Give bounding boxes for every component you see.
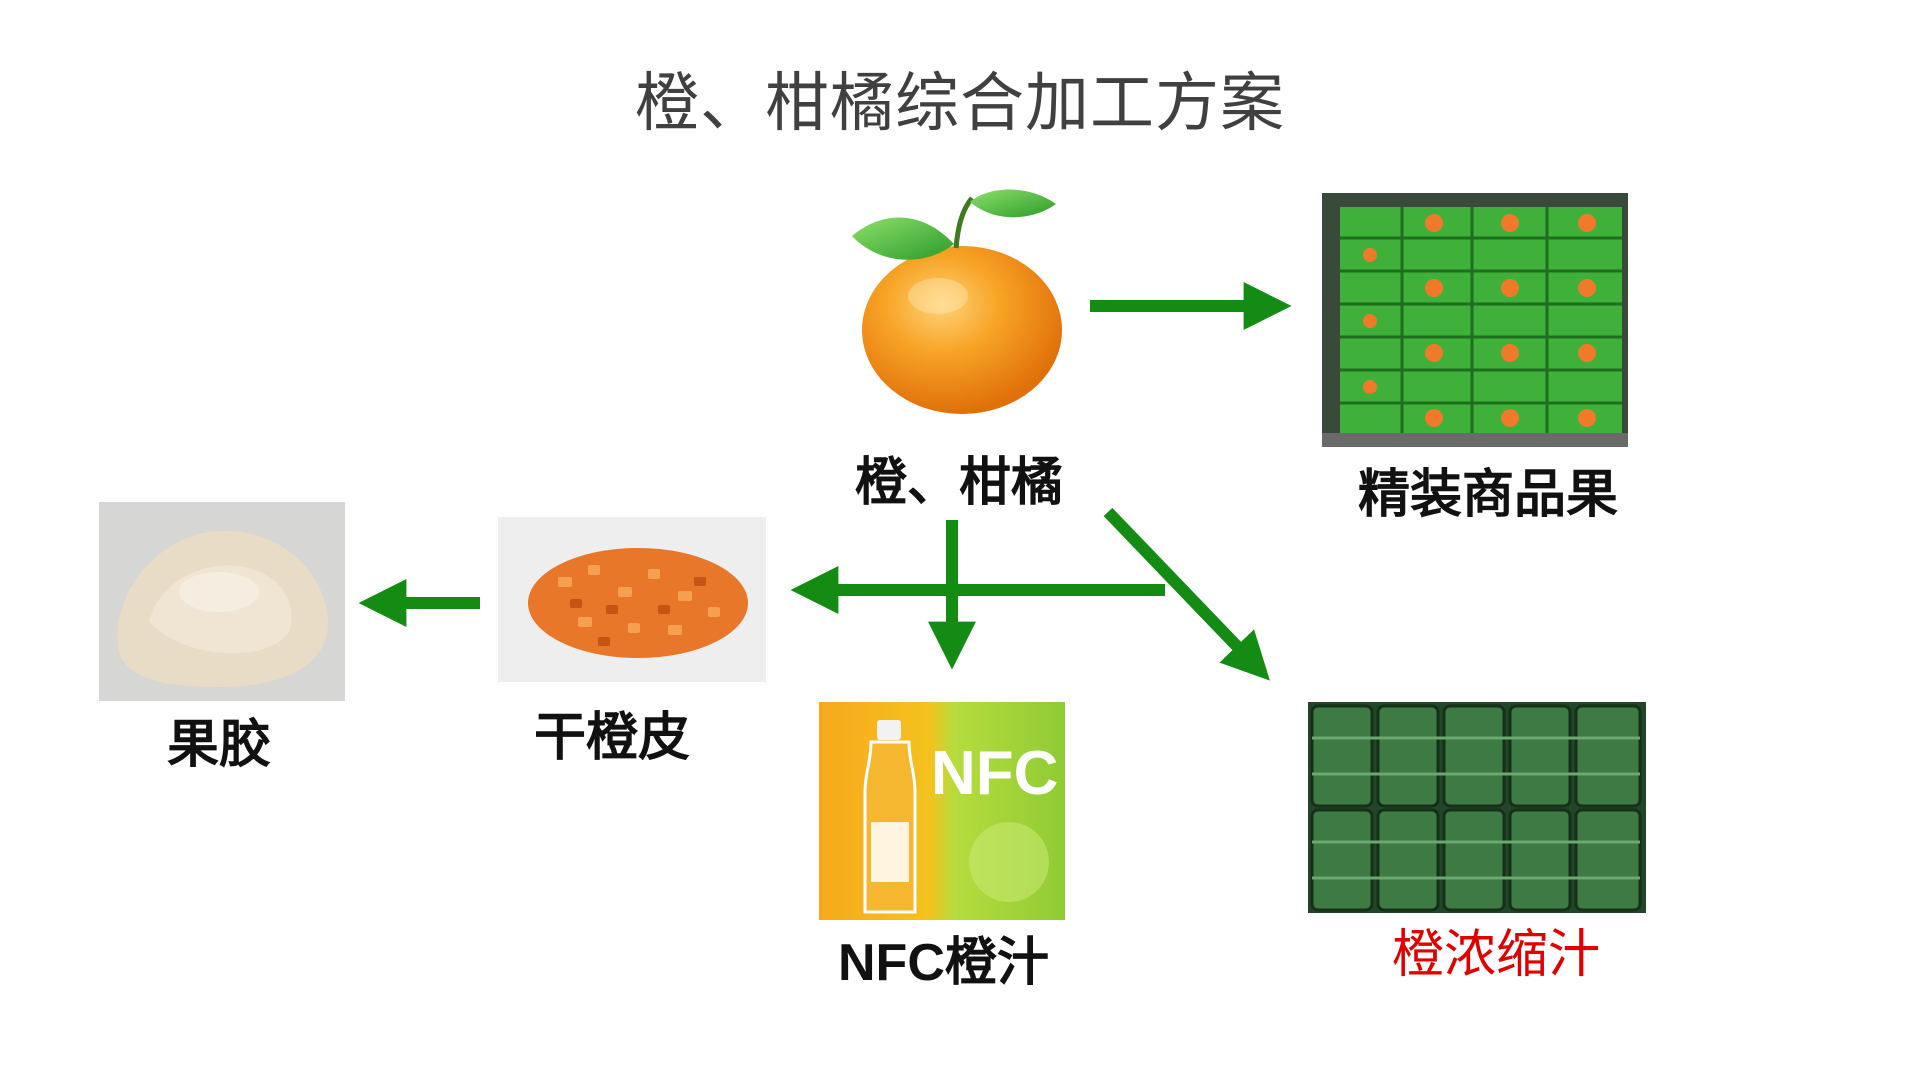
- arrow-to-concentrate: [1103, 507, 1270, 681]
- orange-fruit-icon: [838, 186, 1078, 416]
- dried-peel-photo: [498, 517, 766, 682]
- concentrate-label: 橙浓缩汁: [1392, 925, 1601, 985]
- nfc-label: NFC橙汁: [838, 934, 1049, 992]
- fruit-boxes-photo: [1322, 193, 1628, 447]
- nfc-juice-bottle-photo: NFC: [819, 702, 1065, 920]
- pectin-powder-photo: [99, 502, 345, 701]
- steel-drums-photo: [1308, 702, 1646, 913]
- nfc-photo-text: NFC: [931, 739, 1059, 808]
- peel-label: 干橙皮: [534, 707, 691, 768]
- pectin-label: 果胶: [167, 714, 272, 775]
- source-label: 橙、柑橘: [855, 452, 1064, 513]
- page-title: 橙、柑橘综合加工方案: [635, 67, 1285, 141]
- packaged-label: 精装商品果: [1358, 464, 1619, 525]
